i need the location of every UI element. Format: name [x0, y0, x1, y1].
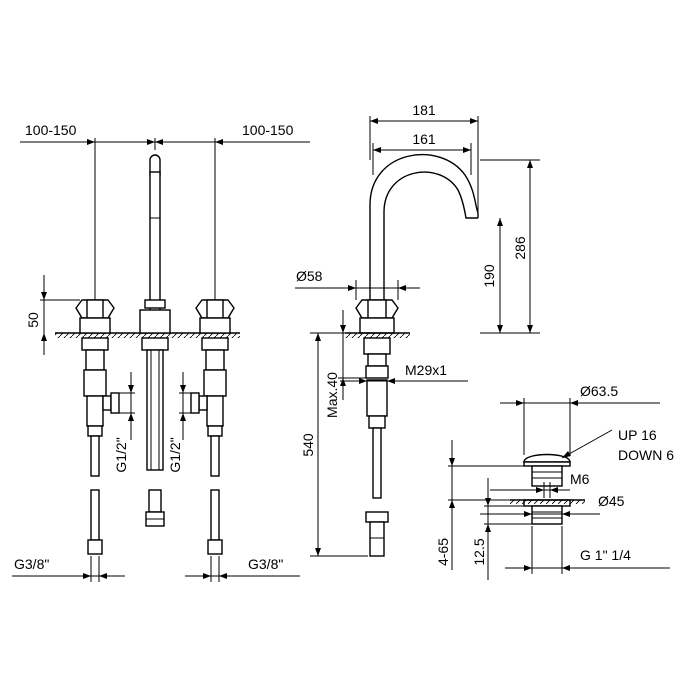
dim-mount-thread-label: M29x1: [405, 362, 447, 378]
dim-drain-offset: 12.5: [471, 478, 532, 580]
dim-height-outlet: 190: [481, 218, 503, 333]
dim-inlet-left-label: G1/2": [113, 437, 129, 472]
dim-hose-left: G3/8": [12, 556, 125, 582]
dim-inlet-right-label: G1/2": [167, 437, 183, 472]
dim-base-diameter-label: Ø58: [296, 268, 323, 284]
right-valve: [190, 299, 235, 555]
dim-drain-deck-range-label: 4-65: [435, 538, 451, 566]
dim-left-spacing-label: 100-150: [25, 122, 77, 138]
dim-right-spacing: 100-150: [155, 122, 310, 145]
dim-height-total: 286: [480, 159, 540, 334]
dim-reach-outer: 181: [369, 102, 479, 215]
front-view: 100-150 100-150: [12, 122, 310, 582]
dim-reach-inner-label: 161: [412, 131, 436, 147]
dim-drain-diameter-label: Ø63.5: [580, 383, 618, 399]
dim-handle-height: 50: [25, 275, 80, 355]
dim-drain-body: Ø45: [480, 493, 625, 517]
side-view: 181 161 286 190: [295, 102, 540, 557]
dim-inlet-left: G1/2": [113, 372, 135, 473]
dim-base-diameter: Ø58: [295, 268, 420, 300]
dim-hose-length-label: 540: [300, 433, 316, 457]
dim-mount-thread: M29x1: [340, 362, 468, 384]
dim-hose-left-label: G3/8": [14, 556, 49, 572]
drain-deck: [510, 499, 585, 504]
dim-height-total-label: 286: [512, 236, 528, 260]
drain-stroke-callout: UP 16 DOWN 6: [561, 427, 674, 463]
dim-right-spacing-label: 100-150: [242, 122, 294, 138]
dim-handle-height-label: 50: [25, 312, 41, 328]
dim-drain-deck-range: 4-65: [435, 440, 520, 570]
dim-left-spacing: 100-150: [20, 122, 155, 145]
dim-hose-right: G3/8": [185, 556, 300, 582]
dim-hose-length: 540: [300, 332, 368, 557]
center-spout-front: [139, 154, 171, 527]
dim-hose-right-label: G3/8": [248, 556, 283, 572]
drain-view: Ø63.5 UP 16 DOWN 6 M6 Ø45: [435, 383, 674, 580]
deck-surface: [55, 332, 240, 338]
side-underside: [363, 337, 391, 557]
spout-arc: [369, 153, 479, 300]
side-deck: [345, 332, 410, 338]
dim-drain-body-label: Ø45: [598, 493, 625, 509]
dim-drain-thread-label: G 1" 1/4: [580, 547, 631, 563]
drain-stroke-down: DOWN 6: [618, 447, 674, 463]
dim-inlet-right: G1/2": [167, 372, 191, 473]
left-valve: [75, 299, 120, 555]
dim-drain-thread: G 1" 1/4: [505, 526, 670, 574]
spout-base: [355, 299, 399, 334]
dim-height-outlet-label: 190: [481, 264, 497, 288]
dim-reach-inner: 161: [372, 131, 472, 175]
dim-drain-screw-label: M6: [570, 471, 590, 487]
dim-max-deck-label: Max.40: [324, 372, 340, 418]
dim-drain-offset-label: 12.5: [471, 538, 487, 565]
dim-drain-diameter: Ø63.5: [500, 383, 660, 455]
dim-reach-outer-label: 181: [412, 102, 436, 118]
drain-stroke-up: UP 16: [618, 427, 657, 443]
dim-drain-screw: M6: [455, 465, 590, 498]
